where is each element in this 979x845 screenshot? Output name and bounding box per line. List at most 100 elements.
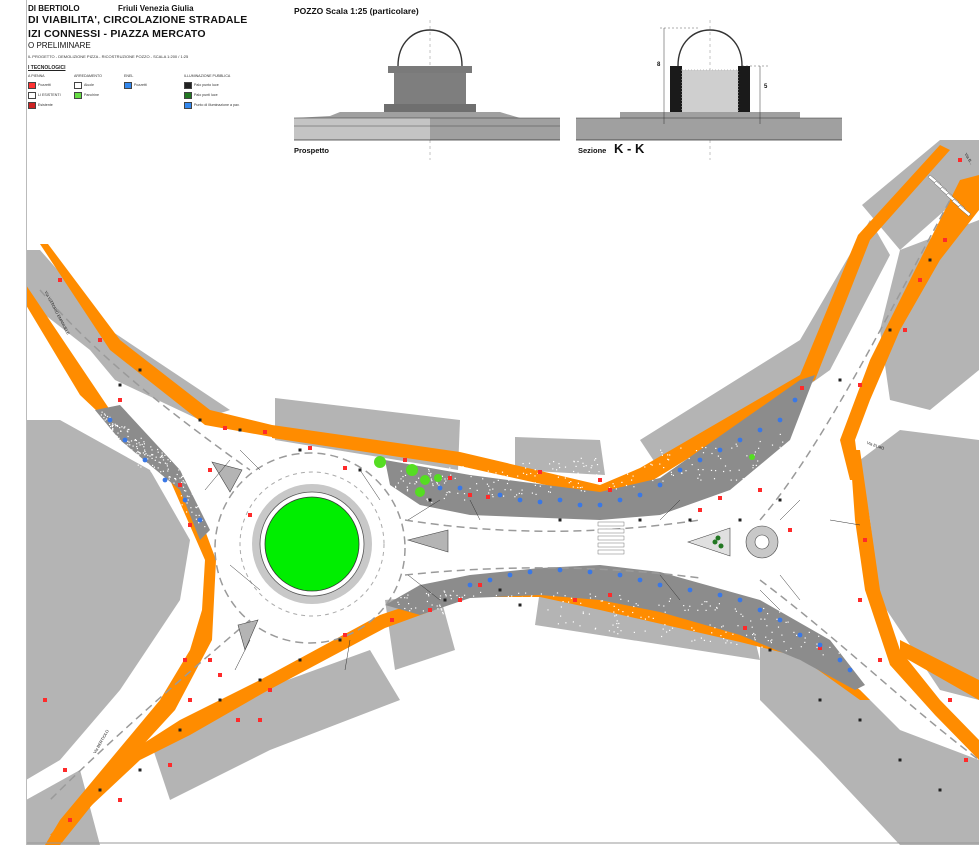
paving-speckle [753,454,755,456]
paving-speckle [133,459,135,461]
detail-title: POZZO Scala 1:25 (particolare) [294,6,419,16]
paving-speckle [167,468,169,470]
paving-speckle [145,466,147,468]
paving-speckle [691,464,693,466]
paving-speckle [570,481,572,483]
legend-item-label: Punto di illuminazione a pav. [194,103,240,107]
legend-swatch [74,82,82,89]
black-light-pole [938,788,942,792]
paving-speckle [668,459,670,461]
red-manhole-marker [68,818,72,822]
paving-speckle [486,600,488,602]
paving-speckle [463,605,465,608]
paving-speckle [443,497,445,500]
paving-speckle [759,440,761,443]
legend-item-label: LI ESISTENTI [38,93,61,97]
paving-speckle [116,445,119,447]
red-manhole-marker [718,496,722,500]
red-manhole-marker [758,488,762,492]
paving-speckle [138,454,140,456]
paving-speckle [491,494,493,496]
paving-speckle [572,486,574,488]
blue-light-marker [557,497,563,503]
paving-speckle [755,464,757,466]
paving-speckle [669,598,671,600]
paving-speckle [709,624,711,626]
paving-speckle [428,468,430,471]
paving-speckle [204,481,206,483]
paving-speckle [480,612,483,614]
leader-line [204,459,231,491]
paving-speckle [495,472,497,474]
red-manhole-marker [208,658,212,662]
paving-speckle [521,622,523,624]
black-light-pole [558,518,562,522]
blue-light-marker [597,502,603,508]
paving-speckle [848,624,850,626]
paving-speckle [695,450,698,452]
island-east [406,529,449,553]
paving-speckle [644,466,646,468]
paving-speckle [400,478,402,480]
paving-speckle [398,496,400,498]
paving-speckle [822,654,824,656]
paving-speckle [579,476,581,478]
black-light-pole [838,378,842,382]
left-margin [0,0,27,845]
paving-speckle [574,476,576,478]
legend-swatch [28,102,36,109]
paving-speckle [193,483,195,485]
sezione-label: Sezione [578,146,607,155]
paving-speckle [522,472,525,474]
paving-speckle [588,470,590,473]
paving-speckle [758,447,760,449]
paving-speckle [547,609,549,611]
paving-speckle [518,492,520,494]
blue-light-marker [142,457,148,463]
red-manhole-marker [478,583,482,587]
paving-speckle [782,441,784,443]
paving-speckle [195,506,197,508]
black-light-pole [498,588,502,592]
red-manhole-marker [208,468,212,472]
blue-light-marker [587,569,593,575]
paving-speckle [627,473,629,475]
paving-speckle [636,457,638,459]
paving-speckle [625,484,628,487]
paving-speckle [184,482,186,484]
paving-speckle [143,441,145,443]
red-manhole-marker [458,598,462,602]
paving-speckle [178,469,180,471]
paving-speckle [854,618,856,620]
sidewalk-se [900,640,979,700]
leader-line [779,499,801,521]
paving-speckle [138,442,140,444]
paving-speckle [618,609,620,611]
black-light-pole [428,498,432,502]
paving-speckle [725,642,727,644]
paving-speckle [118,437,120,439]
paving-speckle [627,615,629,617]
paving-speckle [619,454,621,456]
paving-speckle [589,597,592,599]
paving-speckle [738,469,740,471]
paving-speckle [188,495,190,498]
crosswalk-stripe [597,535,625,541]
paving-speckle [502,606,504,608]
paving-speckle [666,631,668,633]
paving-speckle [119,447,121,449]
paving-speckle [642,455,644,457]
paving-speckle [409,482,411,484]
paving-speckle [154,459,156,461]
paving-speckle [729,470,731,472]
paving-speckle [107,428,109,430]
paving-speckle [169,476,171,478]
paving-speckle [619,594,621,597]
paving-speckle [436,483,438,485]
paving-speckle [582,611,584,613]
red-manhole-marker [343,633,347,637]
red-manhole-marker [903,328,907,332]
paving-speckle [415,481,417,483]
paving-speckle [179,477,181,479]
black-light-pole [638,518,642,522]
